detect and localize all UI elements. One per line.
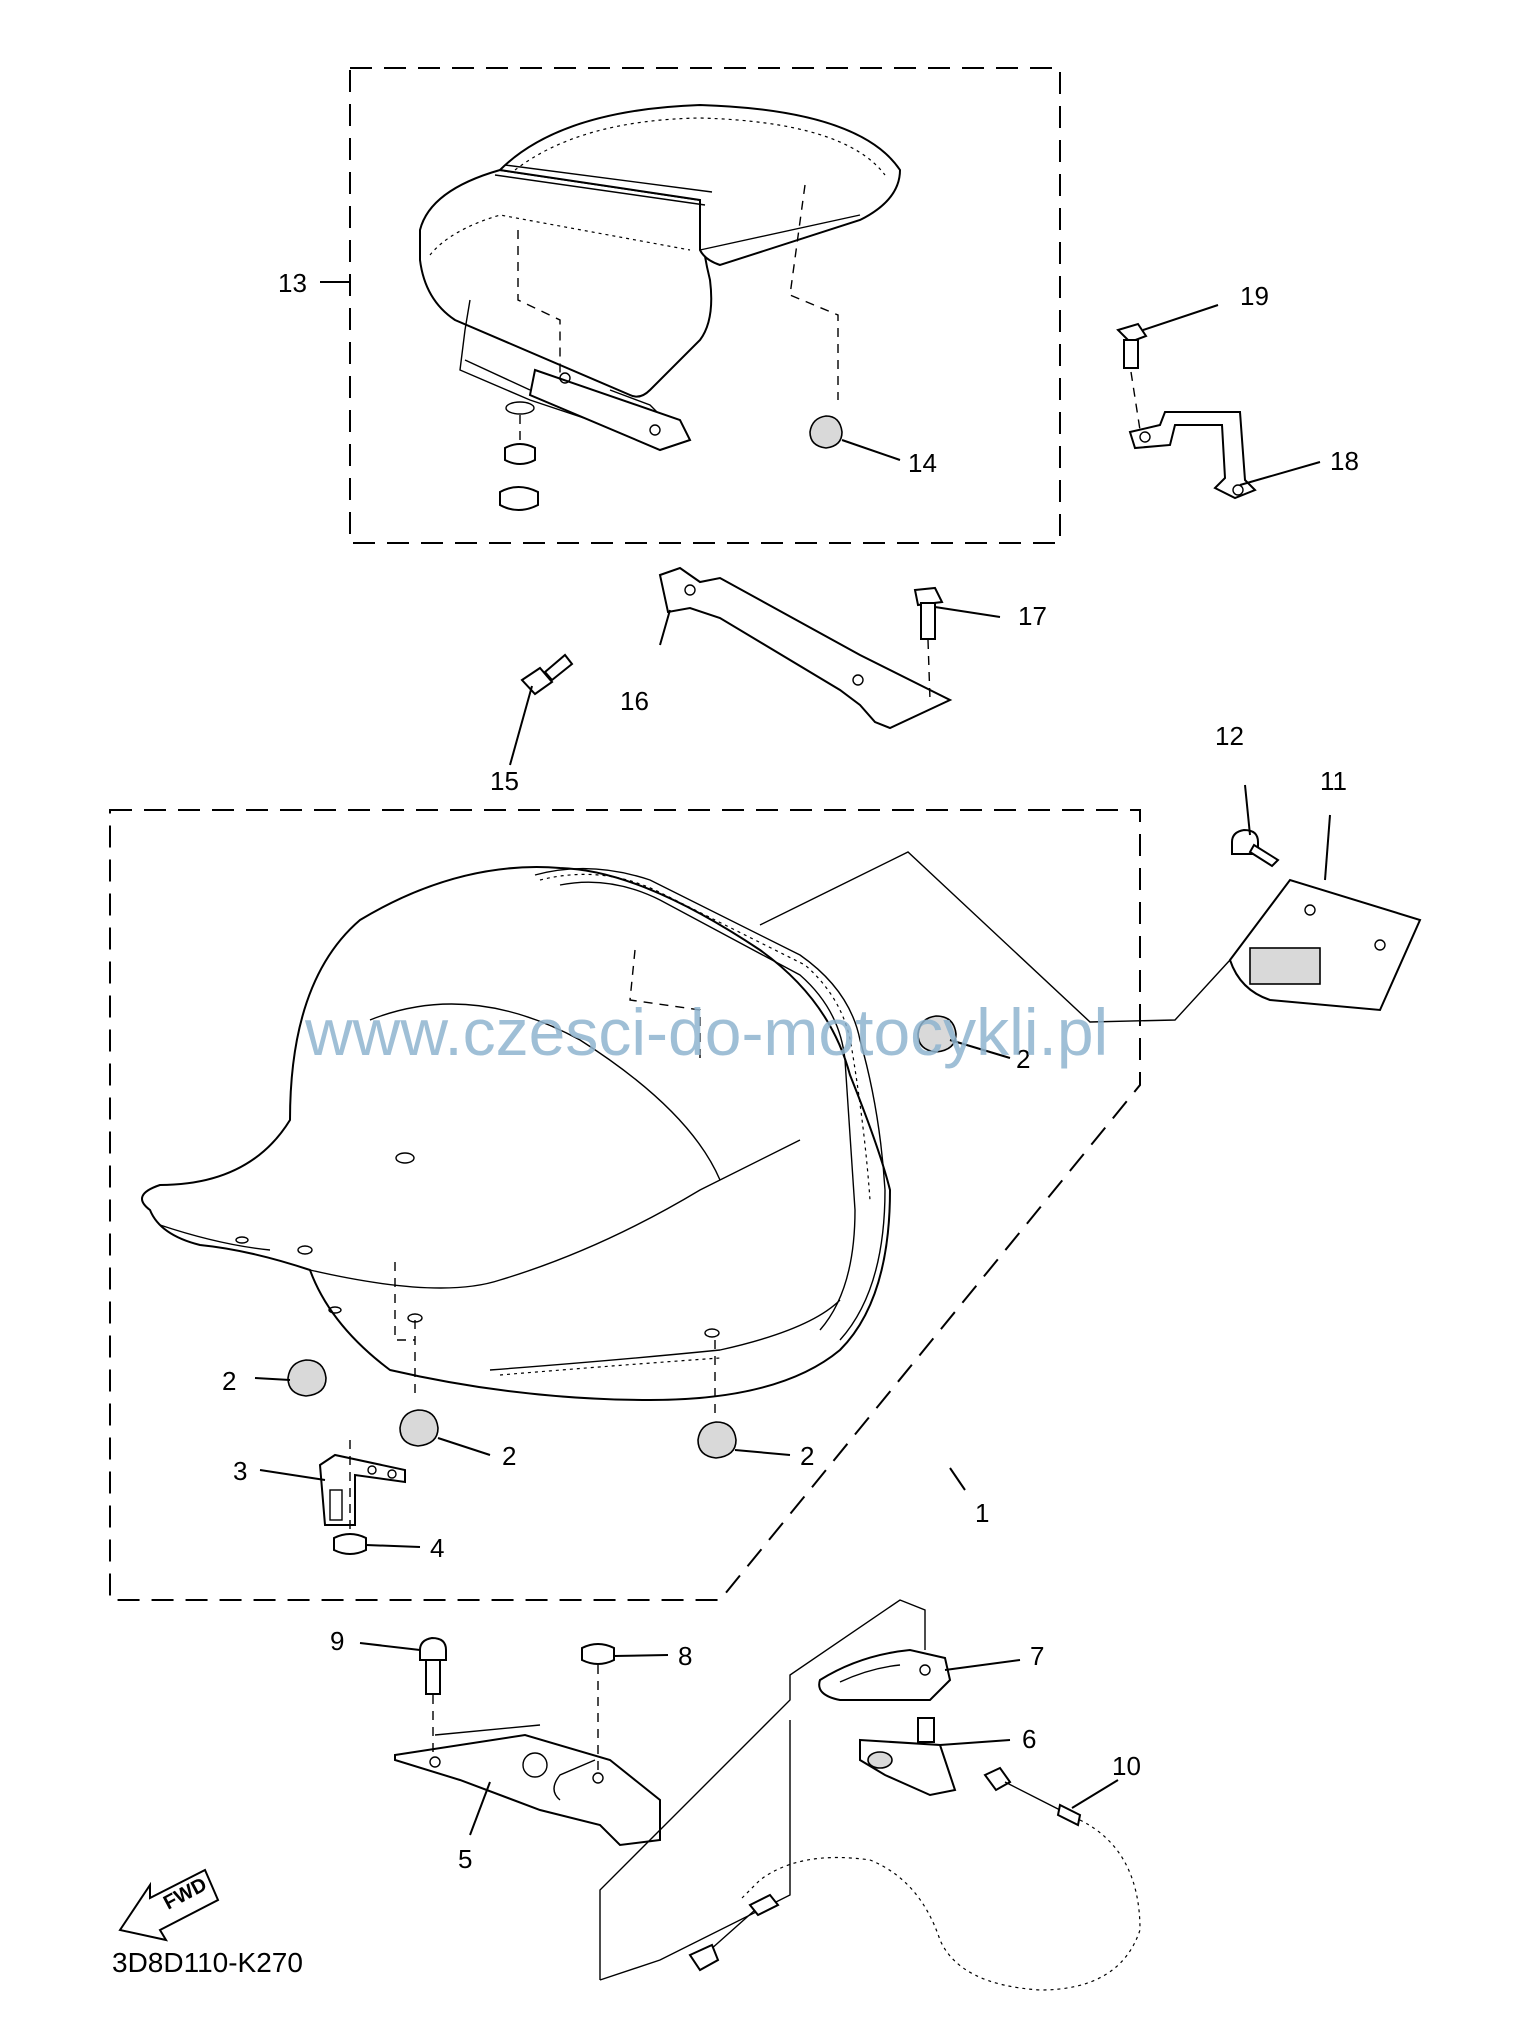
callout-2-left: 2 — [222, 1366, 236, 1396]
callout-7: 7 — [1030, 1641, 1044, 1671]
callout-10: 10 — [1112, 1751, 1141, 1781]
callout-17: 17 — [1018, 601, 1047, 631]
watermark-text: www.czesci-do-motocykli.pl — [304, 995, 1108, 1069]
nut-part-4 — [333, 1533, 367, 1555]
passenger-seat-group-box — [349, 67, 1061, 544]
callout-5: 5 — [458, 1844, 472, 1874]
nut-part-8 — [581, 1643, 615, 1665]
hook-part-7 — [818, 1648, 952, 1701]
nut-upper-left — [499, 443, 539, 511]
callout-16: 16 — [620, 686, 649, 716]
lock-part-11 — [1228, 878, 1422, 1012]
leader-lines — [254, 281, 1331, 1836]
callout-9: 9 — [330, 1626, 344, 1656]
grommet-part-2-center — [399, 1409, 439, 1447]
callout-11: 11 — [1320, 766, 1347, 796]
callout-12: 12 — [1215, 721, 1244, 751]
bolt-part-12 — [1231, 828, 1280, 868]
bolt-part-17 — [913, 586, 944, 640]
bolt-part-9 — [419, 1636, 447, 1695]
main-seat-group-box — [109, 809, 1141, 1601]
callout-19: 19 — [1240, 281, 1269, 311]
bolt-part-19 — [1116, 322, 1148, 369]
callout-8: 8 — [678, 1641, 692, 1671]
diagram-code: 3D8D110-K270 — [112, 1947, 303, 1978]
callout-13: 13 — [278, 268, 307, 298]
base-plate-part-5 — [394, 1733, 661, 1847]
passenger-seat-part-13 — [419, 103, 902, 452]
grommet-part-2-rear — [697, 1421, 737, 1459]
callout-2-rear: 2 — [800, 1441, 814, 1471]
callout-6: 6 — [1022, 1724, 1036, 1754]
cable-part-10 — [688, 1766, 1141, 1991]
latch-part-6 — [859, 1717, 957, 1797]
grommet-part-2-left — [287, 1359, 327, 1397]
callouts: 13 14 19 18 17 16 15 12 11 2 2 2 2 3 4 1… — [222, 268, 1359, 1874]
callout-3: 3 — [233, 1456, 247, 1486]
callout-14: 14 — [908, 448, 937, 478]
callout-15: 15 — [490, 766, 519, 796]
fwd-arrow-icon: FWD — [118, 1868, 220, 1942]
callout-18: 18 — [1330, 446, 1359, 476]
callout-1: 1 — [975, 1498, 989, 1528]
grommet-part-2-right — [917, 1015, 957, 1053]
main-seat-part-1 — [141, 866, 892, 1402]
bolt-part-15 — [520, 653, 574, 696]
grommet-part-14 — [809, 415, 843, 449]
callout-2-center: 2 — [502, 1441, 516, 1471]
callout-2-right: 2 — [1016, 1044, 1030, 1074]
stay-part-3 — [318, 1453, 406, 1526]
callout-4: 4 — [430, 1533, 444, 1563]
bracket-part-16 — [658, 566, 953, 730]
strap-part-18 — [1128, 411, 1257, 500]
